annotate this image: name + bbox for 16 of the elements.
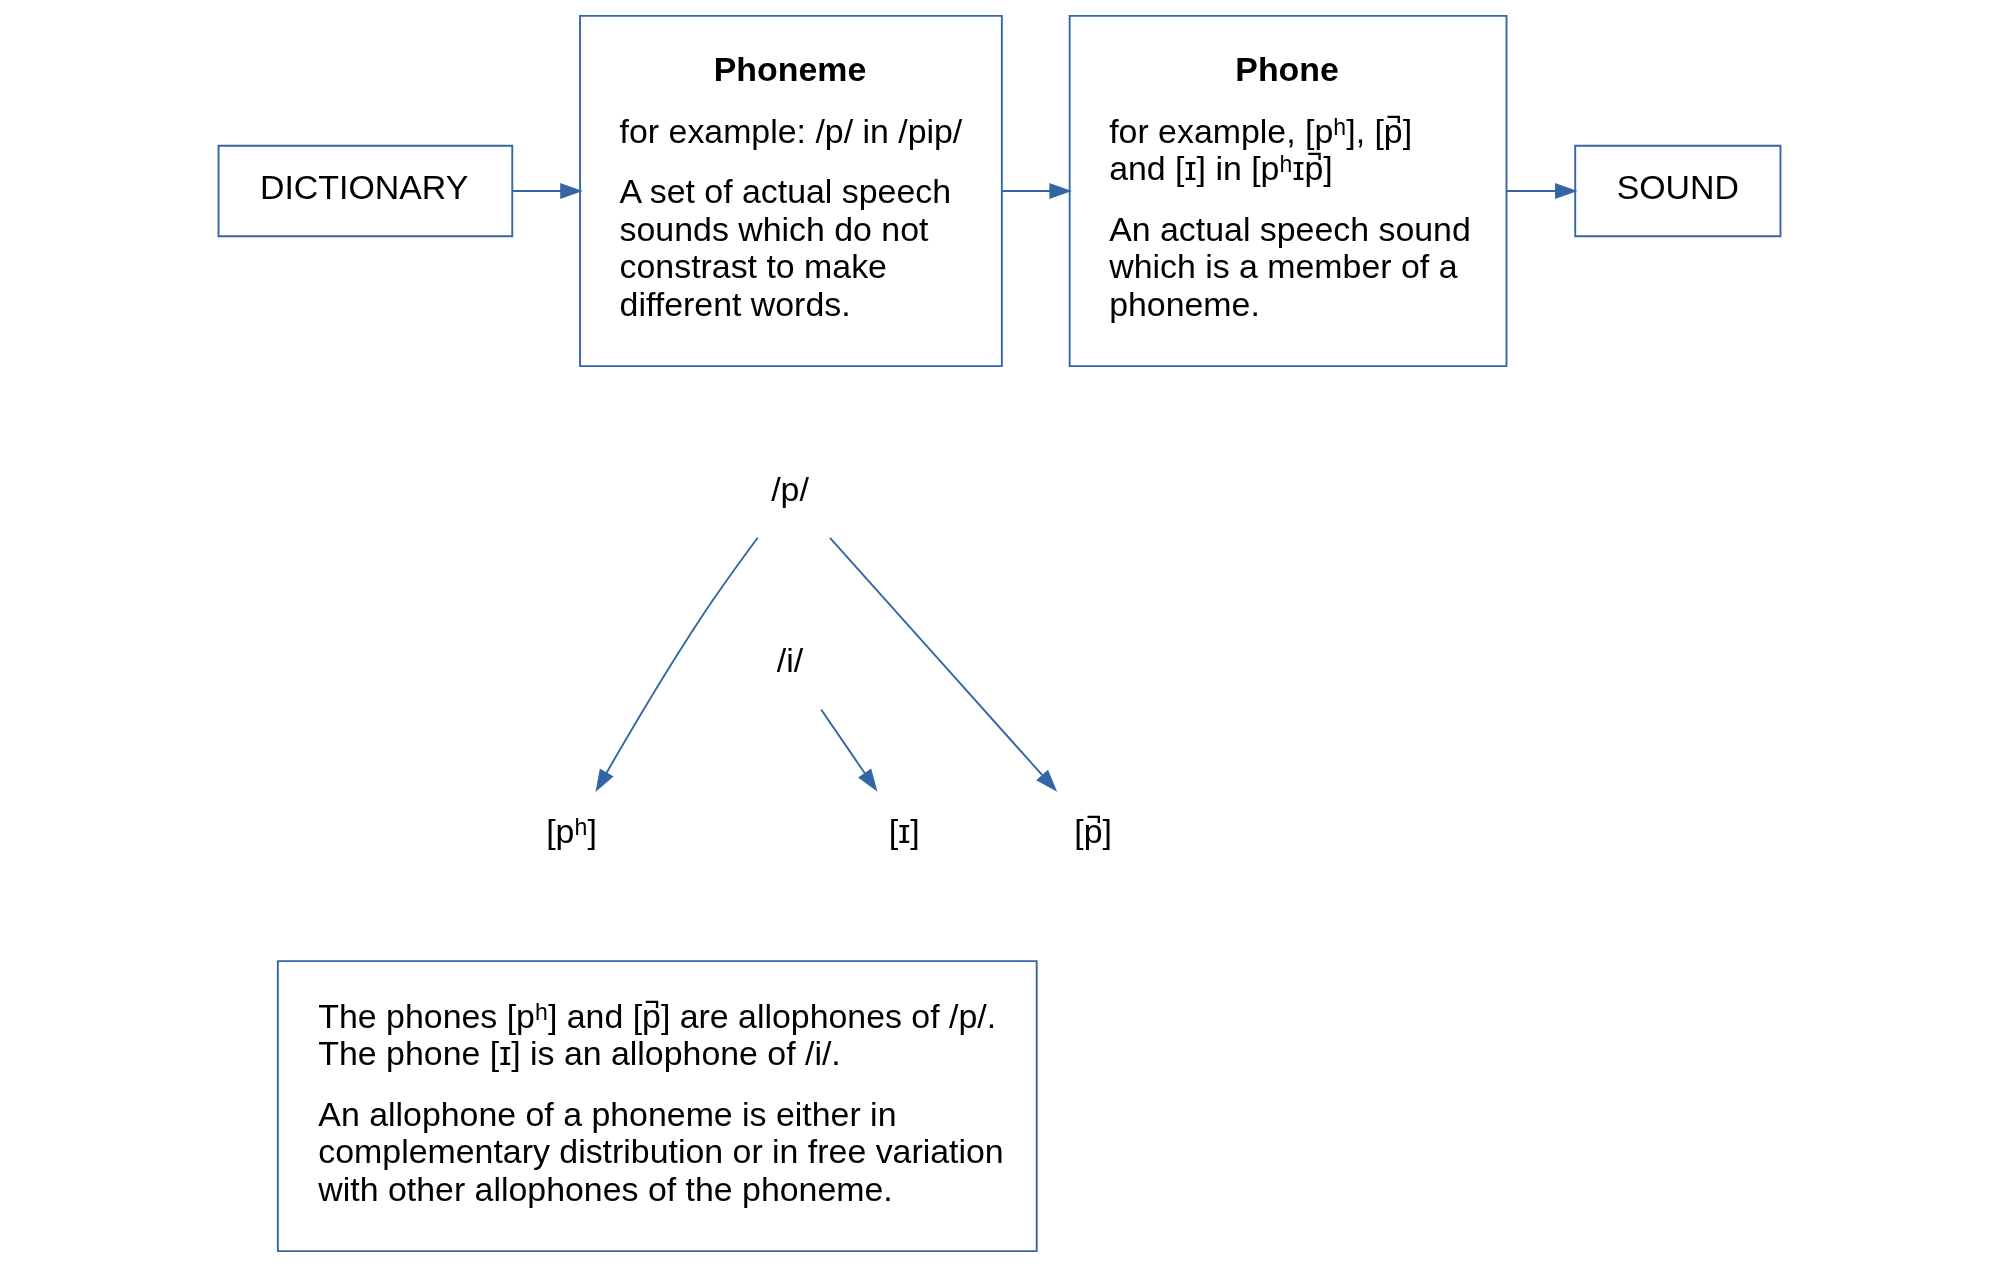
arrow bbox=[595, 536, 759, 793]
node-box: DICTIONARY bbox=[217, 144, 513, 238]
node-text: [p̚] bbox=[1073, 812, 1112, 851]
arrow bbox=[1000, 183, 1072, 199]
node-text: /p/ bbox=[770, 469, 809, 508]
node-box: Phone for example, [pʰ], [p̚] and [ɪ] in [pʰɪp̚] An actual speech sound which is a member of a phoneme. bbox=[1068, 14, 1507, 368]
node-text: [ɪ] bbox=[888, 812, 920, 851]
node-text: /i/ bbox=[776, 640, 803, 679]
node-box: The phones [pʰ] and [p̚] are allophones of /p/. The phone [ɪ] is an allophone of /i/. An allophone of a phoneme is either in complementary distribution or in free variation with other allophones of the phoneme. bbox=[276, 960, 1038, 1253]
node-text: [pʰ] bbox=[545, 812, 597, 851]
node-box: SOUND bbox=[1573, 144, 1781, 238]
arrow bbox=[819, 708, 877, 792]
node-box: Phoneme for example: /p/ in /pip/ A set of actual speech sounds which do not constrast to make different words. bbox=[578, 14, 1003, 368]
arrow bbox=[1505, 183, 1578, 199]
arrow bbox=[828, 536, 1057, 792]
arrow bbox=[511, 183, 583, 199]
